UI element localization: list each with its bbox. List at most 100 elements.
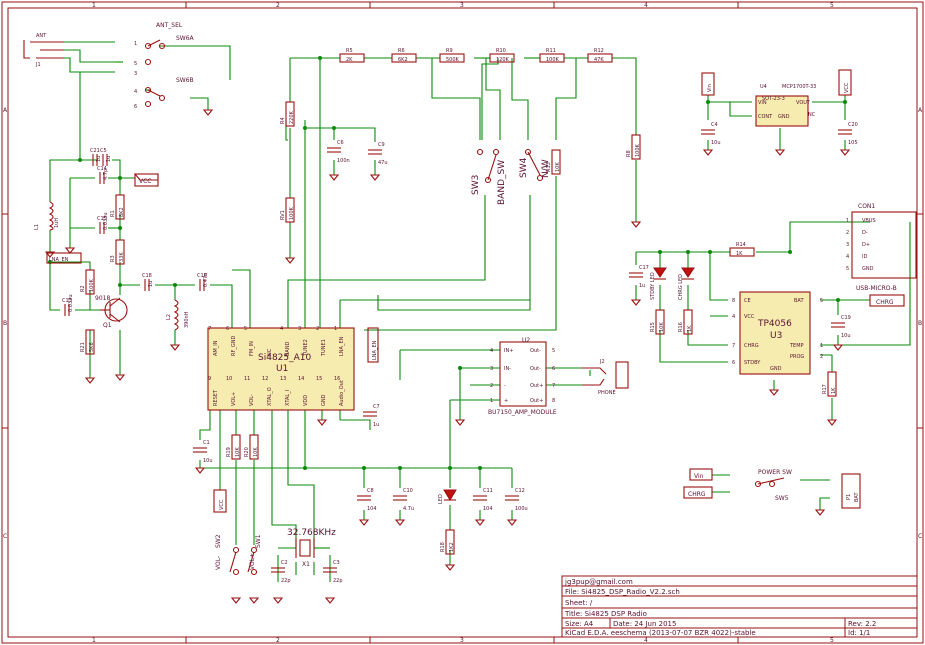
ground-symbol [394,519,406,526]
con1-pin-label: VBUS [862,218,876,224]
resistor-value: 47K [594,57,604,63]
resistor-ref: R1 [110,210,116,217]
u3-pin-label: CE [744,298,751,304]
capacitor-ref: C10 [403,488,413,494]
capacitor-value: 4.7u [403,506,414,512]
col-label-2-bottom: 2 [276,637,280,644]
capacitor-ref: C1 [203,440,210,446]
capacitor-ref: C13 [62,298,72,304]
con1-pin-number: 3 [846,242,849,248]
svg-text:SOT-23-3: SOT-23-3 [762,96,785,102]
capacitor-value: 0.033u [103,213,109,230]
resistor-value: 10K [253,447,259,457]
ground-symbol [284,257,296,264]
resistor-ref: R16 [678,322,684,332]
svg-text:VOL+: VOL+ [249,553,256,570]
tb-email: jg3pup@gmail.com [564,578,633,586]
u1-bottom-pin-label: RESET [213,389,219,406]
ground-symbol [444,564,456,571]
u1-top-pin-label: FM_IN [249,341,255,356]
con1-pin-label: ID [862,254,867,260]
u4-ldo: U4 MCP1700T-33 SOT-23-3 [755,84,816,127]
capacitor-ref: C14 [97,166,107,172]
u2-name: BU7150_AMP_MODULE [488,409,557,416]
resistor-value: 2K [346,57,353,63]
sw6a-switch: ANT_SEL SW6A 1 5 3 [134,22,195,77]
con1-ref: CON1 [858,203,875,210]
u1-bottom-pin-number: 9 [208,376,211,382]
u4-pin-label: CONT [758,114,773,120]
u1-bottom-pin-label: XTAL_O [267,387,273,406]
row-label-b: B [3,320,7,327]
u1-top-pin-number: 7 [208,326,211,332]
vin-flag-top: Vin [701,72,715,96]
phone-jack: J2 PHONE [582,359,629,396]
u1-bottom-pin-label: Audio_Out [339,380,345,406]
resistor-ref: RV1 [280,210,286,220]
u2-amp: U2 BU7150_AMP_MODULE [488,337,557,416]
u1-top-pin-number: 6 [226,326,229,332]
resistor-ref: R17 [822,384,828,394]
ground-symbol [230,597,242,604]
u1-bottom-pin-number: 15 [316,376,322,382]
con1-pin-number: 4 [846,254,849,260]
capacitor-value: 1u [373,422,379,428]
lna-en-net-label-u1: LNA_EN [372,340,378,360]
con1-pin-number: 2 [846,230,849,236]
svg-text:SW3: SW3 [471,175,481,195]
u1-ref: U1 [276,364,288,374]
tb-title: Title: Si4825 DSP Radio [564,610,647,618]
svg-text:X1: X1 [302,561,310,568]
capacitor-value: 0.47u [203,273,209,287]
svg-text:3: 3 [134,71,137,77]
u2-pin-number: 6 [552,366,555,372]
capacitor-value: 1u [639,283,645,289]
resistor-value: 100K [546,57,560,63]
resistor-ref: R5 [346,48,353,54]
resistor-value: 10K [555,162,561,172]
tb-rev: Rev: 2.2 [848,620,876,628]
capacitor-ref: C4 [711,122,718,128]
lna-en-flag-u1: LNA_EN [367,327,379,363]
row-label-c: C [3,533,7,540]
u1-bottom-pin-number: 16 [334,376,340,382]
ground-symbol [114,374,126,381]
resistor-ref: R2 [80,285,86,292]
u3-pin-number: 4 [732,314,735,320]
title-block: jg3pup@gmail.com File: Si4825_DSP_Radio_… [561,575,918,638]
tb-size: Size: A4 [565,620,594,628]
svg-text:32.768KHz: 32.768KHz [287,528,336,538]
col-label-1: 1 [92,2,96,9]
ground-symbol [506,519,518,526]
j1-label: J1 [35,62,41,68]
capacitor-ref: C2 [281,560,288,566]
capacitor-value: 1u [106,156,112,162]
u1-top-pin-label: RF_GND [231,336,237,356]
col-label-3-bottom: 3 [460,637,464,644]
u2-pin-number: 1 [490,398,493,404]
u1-bottom-pin-label: VOL+ [231,392,237,406]
svg-text:L2: L2 [166,314,172,320]
u1-top-pin-label: LNA_EN [339,336,345,356]
svg-text:CHRG LED: CHRG LED [678,274,684,300]
u1-top-pin-label: TUNE2 [303,339,309,357]
lna-en-flag: LNA_EN [46,252,82,264]
tb-kicad: KiCad E.D.A. eeschema (2013-07-07 BZR 40… [565,629,756,637]
resistor-value: 10K [235,447,241,457]
ground-symbol [814,509,826,516]
